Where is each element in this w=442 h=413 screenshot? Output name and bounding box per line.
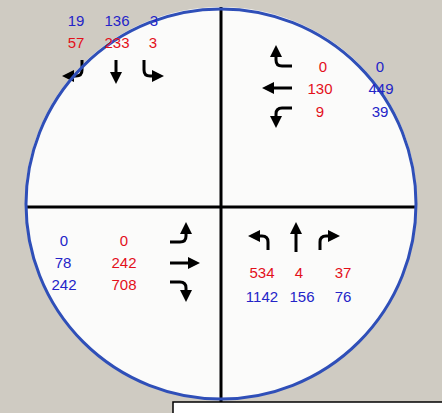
volume-count: 3	[150, 12, 158, 29]
volume-count: 449	[368, 80, 393, 97]
volume-count: 242	[51, 276, 76, 293]
volume-count: 0	[319, 58, 327, 75]
volume-count: 534	[249, 264, 274, 281]
volume-count: 136	[104, 12, 129, 29]
movement-arrows	[68, 51, 334, 296]
count-circle: 19 136 3 57 233 3 0 0 130 449 9 39 0 0 78 242 242 708 534 4…	[24, 7, 418, 401]
volume-count: 156	[289, 288, 314, 305]
volume-count: 57	[68, 34, 85, 51]
volume-count: 39	[372, 103, 389, 120]
volume-count: 708	[111, 276, 136, 293]
volume-count: 4	[295, 264, 303, 281]
volume-count: 0	[120, 232, 128, 249]
volume-count: 0	[376, 58, 384, 75]
volume-count: 78	[55, 254, 72, 271]
volume-count: 1142	[246, 288, 278, 305]
volume-count: 0	[60, 232, 68, 249]
divider-line	[220, 7, 223, 413]
volume-count: 242	[111, 254, 136, 271]
caption-box	[173, 402, 442, 413]
volume-count: 233	[104, 34, 129, 51]
divider-line	[25, 206, 417, 209]
volume-count: 76	[335, 288, 352, 305]
circle-outline	[24, 7, 418, 401]
volume-count: 19	[68, 12, 85, 29]
volume-count: 9	[316, 103, 324, 120]
volume-count: 37	[335, 264, 352, 281]
volume-count: 130	[307, 80, 332, 97]
volume-count: 3	[149, 34, 157, 51]
